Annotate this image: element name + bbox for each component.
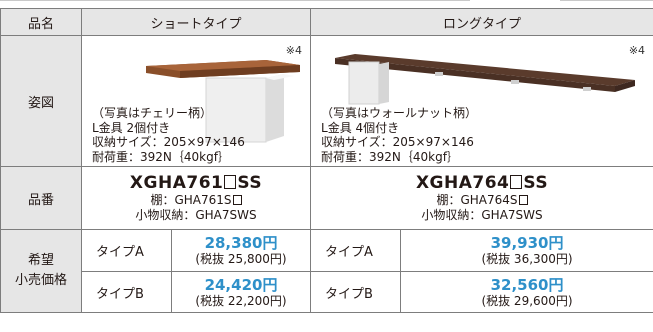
- spec-table: 品名 ショートタイプ ロングタイプ 姿図 ※4 （写真はチェリー柄） L金具 2…: [0, 8, 653, 313]
- long-price-b: 32,560円 (税抜 29,600円): [400, 271, 653, 313]
- short-desc-line: 収納サイズ：205×97×146: [92, 135, 245, 149]
- long-figure-cell: ※4 （写真はウォールナット柄） L金具 4個付き 収納サイズ：205×97×1…: [310, 35, 653, 167]
- color-code-box-icon: [510, 175, 523, 189]
- long-storage-part: 小物収納：GHA7SWS: [421, 208, 543, 222]
- top-rule: [0, 0, 653, 4]
- name-label: 品名: [0, 8, 82, 36]
- price-label: 希望 小売価格: [0, 229, 82, 313]
- long-type-header: ロングタイプ: [310, 8, 653, 36]
- figure-row: 姿図 ※4 （写真はチェリー柄） L金具 2個付き 収納サイズ：205×97×1…: [0, 35, 653, 167]
- long-shelf-part: 棚：GHA764S: [311, 193, 653, 208]
- short-type-header: ショートタイプ: [80, 8, 312, 36]
- part-number-label: 品番: [0, 166, 82, 230]
- long-type-a: タイプA: [310, 229, 402, 272]
- short-price-a: 28,380円 (税抜 25,800円): [170, 229, 312, 272]
- short-type-b: タイプB: [81, 271, 172, 313]
- long-desc-line: 耐荷重：392N｛40kgf｝: [321, 149, 459, 164]
- short-desc-line: （写真はチェリー柄）: [92, 106, 213, 120]
- short-storage-part: 小物収納：GHA7SWS: [135, 208, 257, 222]
- long-desc-line: L金具 4個付き: [321, 120, 400, 135]
- long-price-a: 39,930円 (税抜 36,300円): [400, 229, 653, 272]
- short-desc-line: 耐荷重：392N｛40kgf｝: [92, 149, 230, 164]
- price-row-a: 希望 小売価格 タイプA 28,380円 (税抜 25,800円) タイプA 3…: [0, 229, 653, 313]
- short-type-a: タイプA: [81, 229, 172, 272]
- short-price-b: 24,420円 (税抜 22,200円): [170, 271, 312, 313]
- short-note: ※4: [285, 44, 303, 57]
- long-description: （写真はウォールナット柄） L金具 4個付き 収納サイズ：205×97×146 …: [321, 106, 477, 164]
- short-figure-cell: ※4 （写真はチェリー柄） L金具 2個付き 収納サイズ：205×97×146 …: [80, 35, 312, 167]
- price-row-b: タイプB 24,420円 (税抜 22,200円) タイプB 32,560円 (…: [1, 271, 653, 313]
- long-desc-line: （写真はウォールナット柄）: [321, 106, 478, 120]
- color-code-box-icon: [518, 195, 528, 205]
- short-shelf-image: [146, 60, 300, 143]
- long-shelf-image: [335, 54, 636, 105]
- long-type-b: タイプB: [310, 271, 402, 313]
- short-desc-line: L金具 2個付き: [92, 120, 171, 135]
- header-row: 品名 ショートタイプ ロングタイプ: [0, 8, 653, 36]
- long-note: ※4: [628, 44, 646, 57]
- short-description: （写真はチェリー柄） L金具 2個付き 収納サイズ：205×97×146 耐荷重…: [92, 106, 245, 164]
- color-code-box-icon: [224, 175, 237, 189]
- figure-label: 姿図: [0, 35, 82, 167]
- long-desc-line: 収納サイズ：205×97×146: [321, 135, 474, 149]
- short-shelf-part: 棚：GHA761S: [82, 193, 310, 208]
- color-code-box-icon: [232, 195, 242, 205]
